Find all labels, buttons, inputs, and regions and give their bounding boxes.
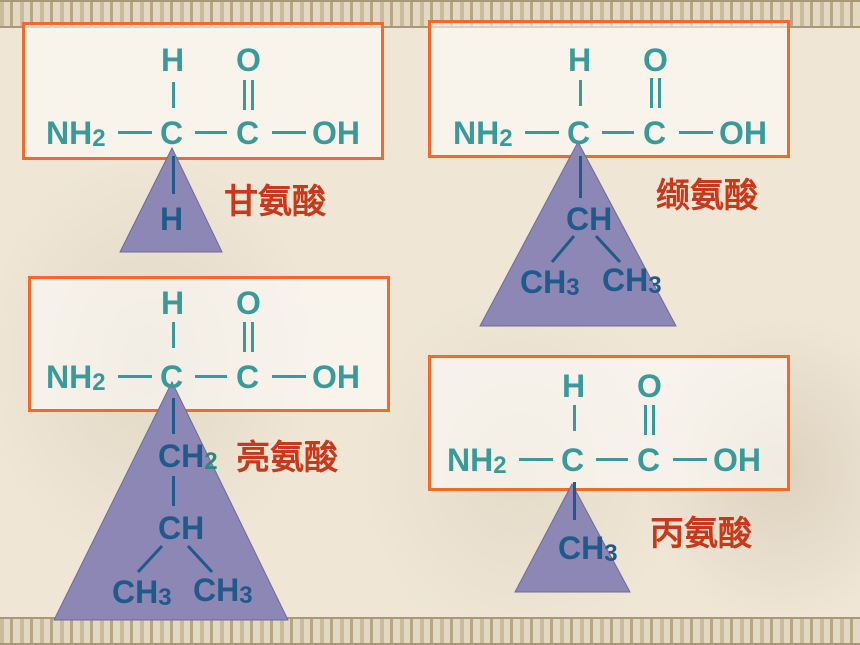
alanine-bond-c-r [573, 482, 576, 520]
valine-bond-c-oh [679, 131, 713, 134]
valine-double-bond [650, 78, 661, 108]
leucine-hydroxyl: OH [312, 359, 360, 395]
leucine-backbone-box [28, 276, 390, 412]
valine-r-methyl-right: CH3 [602, 262, 662, 299]
alanine-bond-n-c [519, 458, 553, 461]
glycine-r-group-h: H [160, 201, 184, 237]
alanine-r-group-triangle [514, 482, 631, 593]
leucine-r-methyl-right: CH3 [193, 572, 253, 609]
leucine-bond-c-oh [272, 375, 306, 378]
valine-hydroxyl: OH [719, 115, 767, 151]
leucine-carbonyl-o: O [236, 285, 261, 321]
alanine-bond-c-oh [673, 458, 707, 461]
alanine-amino-group: NH2 [447, 442, 507, 479]
alanine-alpha-carbon: C [561, 442, 585, 478]
glycine-amino-group: NH2 [46, 115, 106, 152]
glycine-top-h: H [161, 42, 185, 78]
bottom-decorative-border [0, 617, 860, 645]
leucine-carboxyl-carbon: C [236, 359, 260, 395]
valine-carbonyl-o: O [643, 42, 668, 78]
leucine-top-h: H [161, 285, 185, 321]
leucine-bond-n-c [118, 375, 152, 378]
glycine-bond-c-r [172, 156, 175, 194]
glycine-carboxyl-carbon: C [236, 115, 260, 151]
leucine-bond-ch2-ch [172, 476, 175, 506]
alanine-r-methyl: CH3 [558, 530, 618, 567]
leucine-double-bond [243, 322, 254, 352]
glycine-carbonyl-o: O [236, 42, 261, 78]
leucine-bond-ch-top [172, 322, 175, 348]
valine-carboxyl-carbon: C [643, 115, 667, 151]
leucine-bond-c-c [195, 375, 227, 378]
alanine-double-bond [644, 405, 655, 435]
leucine-r-group-triangle [53, 380, 289, 621]
glycine-name: 甘氨酸 [224, 182, 326, 222]
glycine-bond-ch-top [172, 82, 175, 108]
valine-amino-group: NH2 [453, 115, 513, 152]
valine-r-methyl-left: CH3 [520, 264, 580, 301]
glycine-backbone-box [22, 22, 384, 160]
alanine-carboxyl-carbon: C [637, 442, 661, 478]
alanine-hydroxyl: OH [713, 442, 761, 478]
leucine-name: 亮氨酸 [236, 438, 338, 478]
glycine-alpha-carbon: C [160, 115, 184, 151]
leucine-r-methyl-left: CH3 [112, 574, 172, 611]
leucine-alpha-carbon: C [160, 359, 184, 395]
valine-r-group-triangle [479, 140, 677, 327]
valine-bond-c-c [602, 131, 634, 134]
alanine-top-h: H [562, 368, 586, 404]
leucine-bond-c-r [172, 398, 175, 434]
glycine-bond-c-c [195, 131, 227, 134]
valine-bond-ch-top [579, 80, 582, 106]
glycine-bond-n-c [118, 131, 152, 134]
alanine-name: 丙氨酸 [650, 514, 752, 554]
alanine-carbonyl-o: O [637, 368, 662, 404]
leucine-r-ch: CH [158, 510, 205, 546]
valine-name: 缬氨酸 [656, 176, 758, 216]
glycine-hydroxyl: OH [312, 115, 360, 151]
valine-r-ch: CH [566, 201, 613, 237]
valine-top-h: H [568, 42, 592, 78]
valine-backbone-box [428, 20, 790, 158]
valine-bond-c-r [579, 156, 582, 198]
leucine-r-methylene: CH2 [158, 438, 218, 475]
leucine-amino-group: NH2 [46, 359, 106, 396]
glycine-r-group-triangle [119, 146, 223, 253]
alanine-bond-c-c [596, 458, 628, 461]
valine-alpha-carbon: C [567, 115, 591, 151]
alanine-bond-ch-top [573, 405, 576, 431]
glycine-double-bond [243, 80, 254, 110]
valine-bond-n-c [525, 131, 559, 134]
glycine-bond-c-oh [272, 131, 306, 134]
alanine-backbone-box [428, 355, 790, 491]
